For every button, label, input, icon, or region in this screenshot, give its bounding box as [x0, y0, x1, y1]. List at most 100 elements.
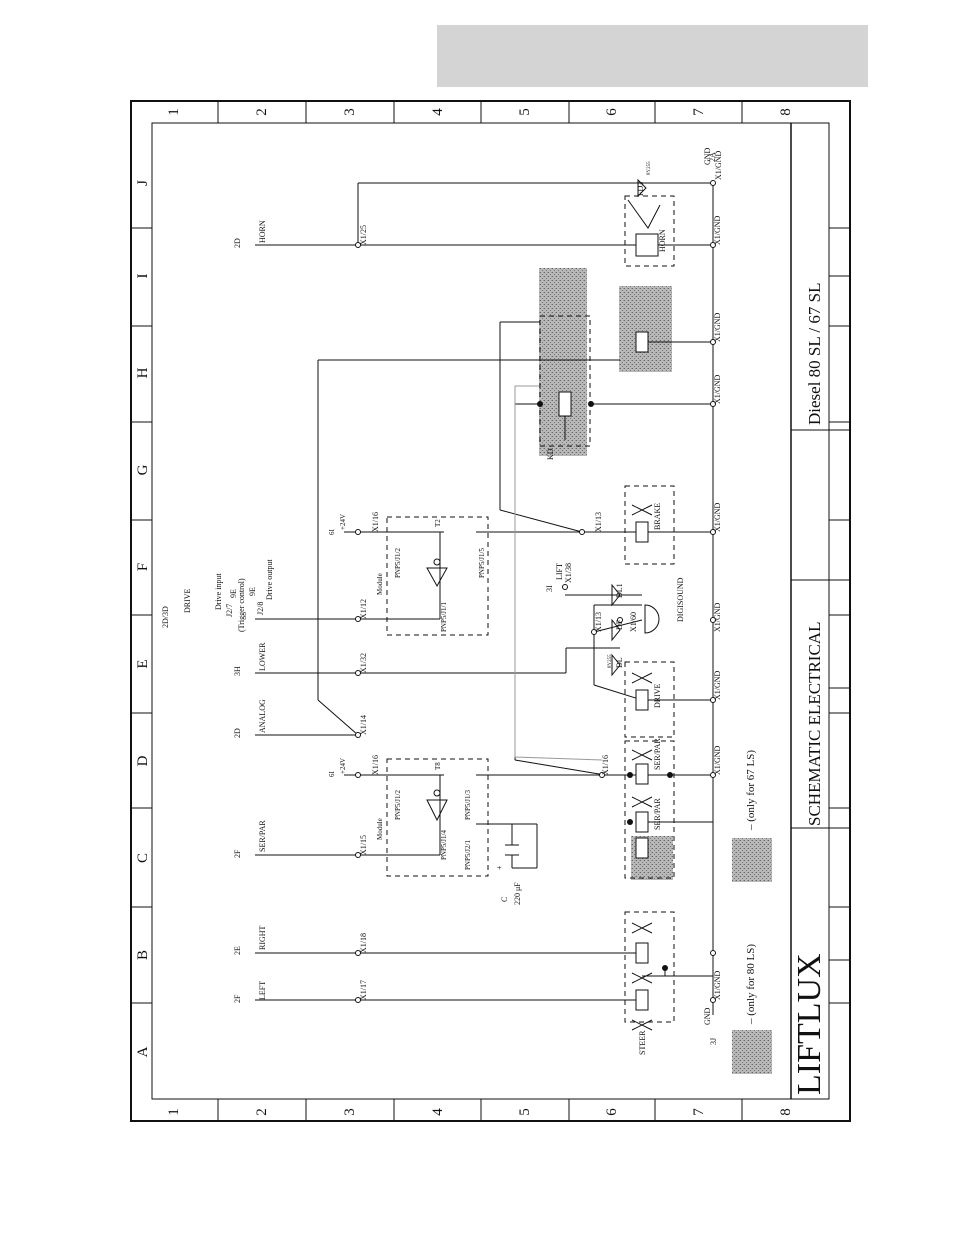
grid-row-a: A [135, 1046, 151, 1057]
brake-box [624, 485, 675, 565]
steer-box [624, 911, 675, 1023]
module-c-inverter-bubble [433, 789, 441, 797]
conn-gnd-2: X1/GND [713, 745, 722, 775]
conn-gnd-4: X1/GND [713, 602, 722, 632]
grid-ticks [131, 101, 850, 1121]
grid-col-7-bottom: 7 [691, 1108, 707, 1116]
signal-analog: ANALOG [258, 699, 267, 733]
steer-label: STEER [638, 1030, 647, 1055]
conn-gnd-5: X1/GND [713, 502, 722, 532]
legend-swatch-80 [732, 1030, 772, 1074]
drive-input-label: Drive input [214, 573, 223, 610]
valve-marks [611, 178, 661, 1031]
module-c-j2: PNP5/J2/1 [464, 840, 472, 870]
module-c-transistor-label: T8 [434, 762, 442, 770]
grid-row-i: I [135, 274, 151, 279]
df-label: DF [615, 619, 624, 630]
grid-row-c: C [135, 853, 151, 863]
module-c-inverter [426, 799, 448, 822]
grid-col-4-bottom: 4 [430, 1108, 446, 1116]
horn-label: HORN [658, 229, 667, 252]
header-gray-box [437, 25, 868, 87]
serpar-box [624, 740, 675, 879]
horn-coil [635, 233, 659, 257]
brand-logo: LIFTLUX [791, 953, 828, 1095]
title-block: LIFTLUX SCHEMATIC ELECTRICAL Diesel 80 S… [790, 123, 850, 1099]
module-c-in: PNP5/J1/4 [440, 830, 448, 860]
inner-frame [151, 122, 830, 1100]
brake-label: BRAKE [653, 503, 662, 530]
legend-swatch-67 [732, 838, 772, 882]
signal-horn: HORN [258, 220, 267, 243]
capacitor-value: 220 μF [513, 882, 522, 905]
trigger-label: (Trigger control) [237, 578, 246, 632]
serpar-coil-1 [635, 811, 649, 833]
grid-row-j: J [135, 180, 151, 186]
capacitor-plus: + [495, 865, 504, 870]
fd3-type-label: 8Y255 [647, 161, 652, 175]
signal-left: LEFT [258, 981, 267, 1000]
module-c-j13: PNP5/J1/3 [464, 790, 472, 820]
serpar-label-1: SER/PAR [653, 798, 662, 830]
grid-col-3-bottom: 3 [342, 1108, 358, 1116]
supply-f-ref: 6I [328, 529, 336, 536]
drive-coil [635, 689, 649, 711]
grid-col-1-top: 1 [166, 108, 182, 116]
grid-row-h: H [135, 367, 151, 378]
module-c-label: Module [376, 818, 384, 840]
drive-output-ref: J2/8 [256, 602, 265, 615]
conn-x1-16-d: X1/16 [601, 755, 610, 775]
module-c-box [386, 758, 489, 877]
conn-gnd-3: X1/GND [713, 670, 722, 700]
grid-row-e: E [135, 659, 151, 668]
drive-relay-coil [635, 331, 649, 353]
kd-coil [558, 391, 572, 417]
grid-col-3-top: 3 [342, 108, 358, 116]
grid-col-8-top: 8 [778, 108, 794, 116]
ref-right: 2E [233, 946, 242, 955]
conn-x1-25: X1/25 [359, 225, 368, 245]
drive-input-ref2: 9E [229, 589, 238, 598]
conn-x1-38: X1/38 [564, 563, 573, 583]
ref-analog: 2D [233, 728, 242, 738]
conn-x1-13-e: X1/13 [594, 612, 603, 632]
coils [558, 233, 659, 1011]
module-f-transistor-label: T2 [434, 519, 442, 527]
optional-area-drive-relay [619, 286, 672, 372]
grid-row-d: D [135, 755, 151, 766]
grid-col-4-top: 4 [430, 108, 446, 116]
conn-gnd-6: X1/GND [713, 374, 722, 404]
serpar-coil-opt [635, 837, 649, 859]
grid-col-2-top: 2 [254, 108, 270, 116]
steer-coil-right [635, 942, 649, 964]
ref-serpar: 2F [233, 849, 242, 858]
module-f-in: PNP5/J1/1 [440, 602, 448, 632]
capacitor-name: C [500, 897, 509, 902]
grid-col-7-top: 7 [691, 108, 707, 116]
grid-col-8-bottom: 8 [778, 1108, 794, 1116]
module-f-inverter-bubble [433, 558, 441, 566]
conn-x1-16-f: X1/16 [371, 512, 380, 532]
supply-c-ref: 6I [328, 771, 336, 778]
conn-gnd-8: X1/GND [713, 215, 722, 245]
dashed-boxes [386, 195, 675, 1023]
grid-col-2-bottom: 2 [254, 1108, 270, 1116]
dl1-label: DL1 [615, 583, 624, 598]
legend: – (only for 80 LS) – (only for 67 LS) [732, 750, 772, 1074]
conn-x1-16-c: X1/16 [371, 755, 380, 775]
conn-gnd-7: X1/GND [713, 312, 722, 342]
outer-frame [130, 100, 851, 1122]
conn-x1-60: X1/60 [629, 612, 638, 632]
model-name: Diesel 80 SL / 67 SL [805, 283, 824, 425]
supply-f: +24V [339, 514, 347, 530]
grid-row-f: F [135, 563, 151, 571]
ref-horn: 2D [233, 238, 242, 248]
module-f-label: Module [376, 573, 384, 595]
module-f-box [386, 516, 489, 636]
grid-row-b: B [135, 950, 151, 960]
conn-x1-32: X1/32 [359, 653, 368, 673]
brake-coil [635, 521, 649, 543]
legend-80-label: – (only for 80 LS) [745, 944, 757, 1025]
conn-x1-15: X1/15 [359, 835, 368, 855]
